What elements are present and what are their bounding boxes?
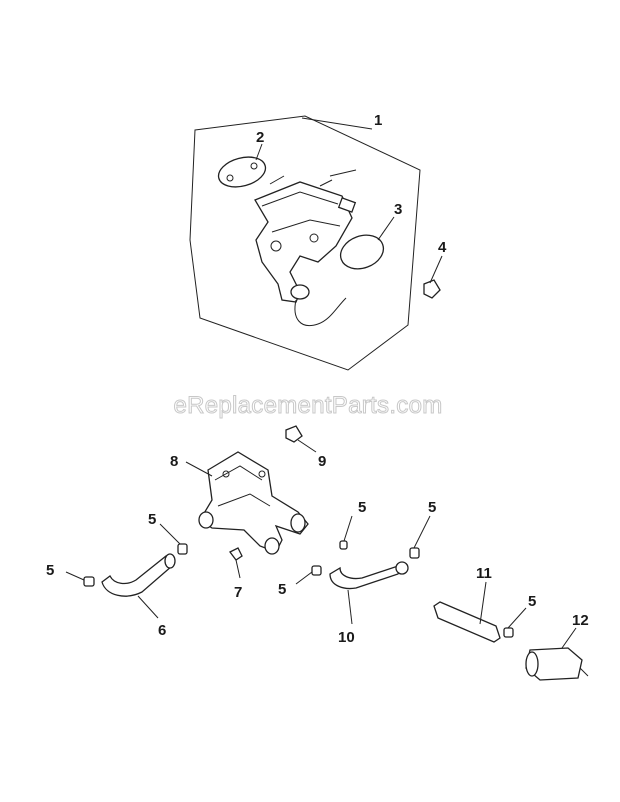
fuel-filter-12 [525, 627, 589, 681]
callout-10: 10 [338, 629, 355, 646]
callout-12: 12 [572, 612, 589, 629]
gasket-3 [339, 234, 385, 270]
fitting-7 [229, 547, 243, 561]
fuel-hose-10 [329, 561, 409, 625]
callout-5-hose10-right: 5 [428, 499, 436, 516]
carburetor-body [254, 169, 357, 326]
callout-6: 6 [158, 622, 166, 639]
callout-8: 8 [170, 453, 178, 470]
callout-4: 4 [438, 239, 447, 256]
clamps-5 [65, 515, 527, 638]
callout-3: 3 [394, 201, 402, 218]
callout-5-left: 5 [46, 562, 54, 579]
callout-2: 2 [256, 129, 264, 146]
fuel-pump [185, 451, 309, 555]
fuel-hose-11 [433, 581, 501, 643]
callout-1: 1 [374, 112, 382, 129]
gasket-2 [217, 156, 267, 188]
callout-5-hose10-left: 5 [278, 581, 286, 598]
kit-outline [189, 115, 421, 371]
fitting-9 [285, 425, 303, 443]
callout-9: 9 [318, 453, 326, 470]
callout-5-filter: 5 [528, 593, 536, 610]
callout-5-center: 5 [358, 499, 366, 516]
watermark: eReplacementParts.com [173, 392, 442, 419]
callout-7: 7 [234, 584, 242, 601]
fuel-hose-6 [101, 553, 176, 619]
fitting-4 [423, 279, 441, 299]
carburetor-kit-group [189, 115, 443, 371]
callout-11: 11 [476, 565, 492, 582]
callout-5-hose6: 5 [148, 511, 156, 528]
